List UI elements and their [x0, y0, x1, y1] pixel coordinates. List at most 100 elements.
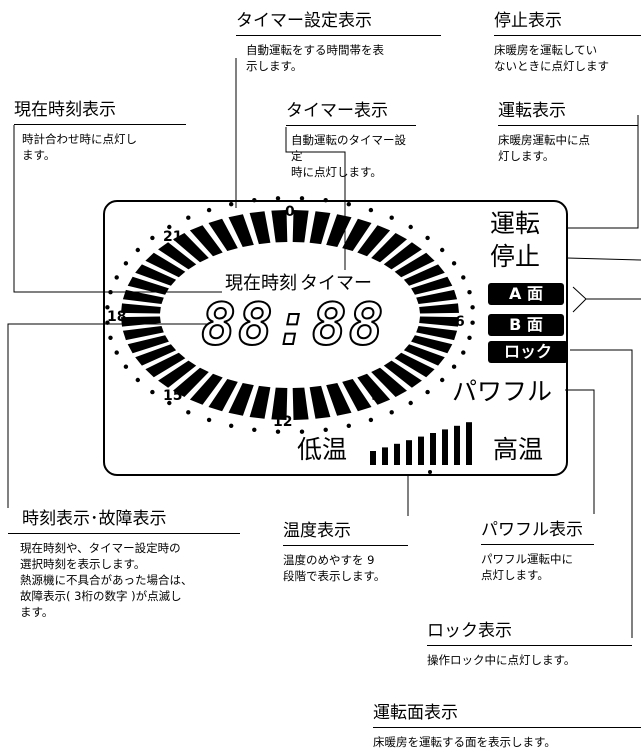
timer-segment: [173, 367, 209, 397]
timer-dot: [275, 429, 281, 434]
timer-segment: [309, 211, 331, 245]
operation-indicator: 運転: [490, 209, 541, 238]
timer-dot: [346, 423, 351, 428]
temp-bar: [430, 433, 436, 465]
lcd-segments: [105, 196, 475, 474]
timer-dot: [229, 423, 234, 428]
callout-lock: ロック表示 操作ロック中に点灯します。: [427, 620, 632, 668]
callout-temperature-rule: [283, 545, 408, 546]
timer-segment: [158, 242, 197, 270]
timer-dot: [461, 350, 466, 355]
timer-dot: [108, 335, 113, 340]
callout-side-desc: 床暖房を運転する面を表示します。: [373, 735, 556, 749]
timer-dot: [470, 305, 475, 310]
timer-segment: [416, 289, 458, 304]
timer-dot: [206, 207, 212, 213]
callout-stop-desc: 床暖房を運転してい ないときに点灯します: [494, 43, 609, 73]
callout-timer-setting-title: タイマー設定表示: [236, 11, 372, 31]
callout-stop-rule: [494, 35, 641, 36]
hour-marker-12: 12: [273, 414, 293, 430]
timer-dot: [167, 400, 172, 406]
temp-bar: [466, 422, 472, 465]
callout-time-fault-title: 時刻表示･故障表示: [22, 509, 167, 529]
timer-segment: [403, 264, 445, 286]
timer-segment: [127, 335, 169, 354]
callout-powerful-rule: [481, 544, 594, 545]
callout-time-fault: 時刻表示･故障表示 現在時刻や、タイマー設定時の 選択時刻を表示します。 熱源機…: [8, 508, 240, 620]
lcd-panel: [103, 200, 568, 476]
timer-segment: [189, 225, 223, 257]
temp-bar: [406, 440, 412, 465]
timer-segment: [122, 289, 164, 304]
temp-bar: [418, 436, 424, 465]
timer-segment: [383, 360, 422, 388]
timer-dot: [408, 400, 413, 406]
timer-dot: [167, 224, 172, 230]
timer-segment: [342, 218, 372, 251]
timer-dot: [389, 215, 394, 220]
callout-timer: タイマー表示 自動運転のタイマー設定 時に点灯します。: [286, 100, 416, 180]
temp-bar: [454, 425, 460, 465]
timer-segment: [249, 211, 271, 245]
hour-marker-15: 15: [163, 388, 183, 404]
timer-dot: [299, 196, 305, 201]
timer-segment: [228, 383, 254, 416]
timer-segment: [416, 326, 458, 341]
timer-dot: [346, 202, 351, 207]
timer-dot: [470, 320, 475, 325]
timer-segment: [249, 385, 271, 419]
callout-lock-rule: [427, 645, 632, 646]
side-a-badge: A 面: [488, 283, 564, 305]
temp-bar: [382, 447, 388, 465]
callout-temperature: 温度表示 温度のめやすを 9 段階で表示します。: [283, 520, 408, 584]
timer-segment: [145, 352, 186, 378]
timer-segment: [326, 383, 352, 416]
callout-powerful-desc: パワフル運転中に 点灯します。: [481, 552, 573, 582]
powerful-indicator: パワフル: [452, 377, 553, 406]
hour-marker-0: 0: [285, 204, 295, 220]
timer-segment: [145, 252, 186, 278]
timer-segment: [208, 218, 238, 251]
temp-bar: [442, 429, 448, 465]
timer-dot: [451, 364, 457, 369]
callout-stop-title: 停止表示: [494, 11, 562, 31]
timer-dot: [467, 335, 472, 340]
timer-label: タイマー: [300, 273, 372, 294]
callout-side-title: 運転面表示: [373, 703, 458, 723]
timer-dot: [105, 305, 110, 310]
timer-segment: [419, 303, 459, 314]
timer-segment: [292, 210, 309, 243]
timer-segment: [403, 344, 445, 366]
timer-dot: [389, 410, 394, 415]
timer-segment: [394, 252, 435, 278]
timer-dot: [150, 235, 155, 241]
timer-segment: [394, 352, 435, 378]
timer-segment: [173, 233, 209, 263]
temp-bar: [370, 451, 376, 465]
timer-segment: [411, 335, 453, 354]
timer-segment: [271, 210, 288, 243]
callout-lock-desc: 操作ロック中に点灯します。: [427, 653, 576, 667]
timer-segment: [371, 367, 407, 397]
hour-marker-21: 21: [163, 229, 183, 245]
timer-segment: [228, 214, 254, 247]
timer-dot: [408, 224, 413, 230]
temp-bar: [394, 443, 400, 465]
timer-dot: [368, 417, 374, 423]
timer-dot: [252, 427, 257, 432]
timer-dot: [114, 350, 119, 355]
timer-dot: [123, 364, 129, 369]
callout-timer-setting-desc: 自動運転をする時間帯を表 示します。: [246, 43, 384, 73]
timer-segment: [135, 264, 177, 286]
callout-side: 運転面表示 床暖房を運転する面を表示します。: [373, 702, 641, 750]
timer-segment: [419, 316, 459, 327]
timer-dot: [425, 235, 430, 241]
timer-dot: [440, 377, 445, 383]
callout-current-time-title: 現在時刻表示: [14, 100, 116, 120]
timer-segment: [158, 360, 197, 388]
callout-current-time: 現在時刻表示 時計合わせ時に点灯し ます。: [14, 99, 186, 163]
callout-timer-rule: [286, 125, 416, 126]
timer-dot: [299, 429, 305, 434]
lock-badge: ロック: [488, 341, 568, 363]
